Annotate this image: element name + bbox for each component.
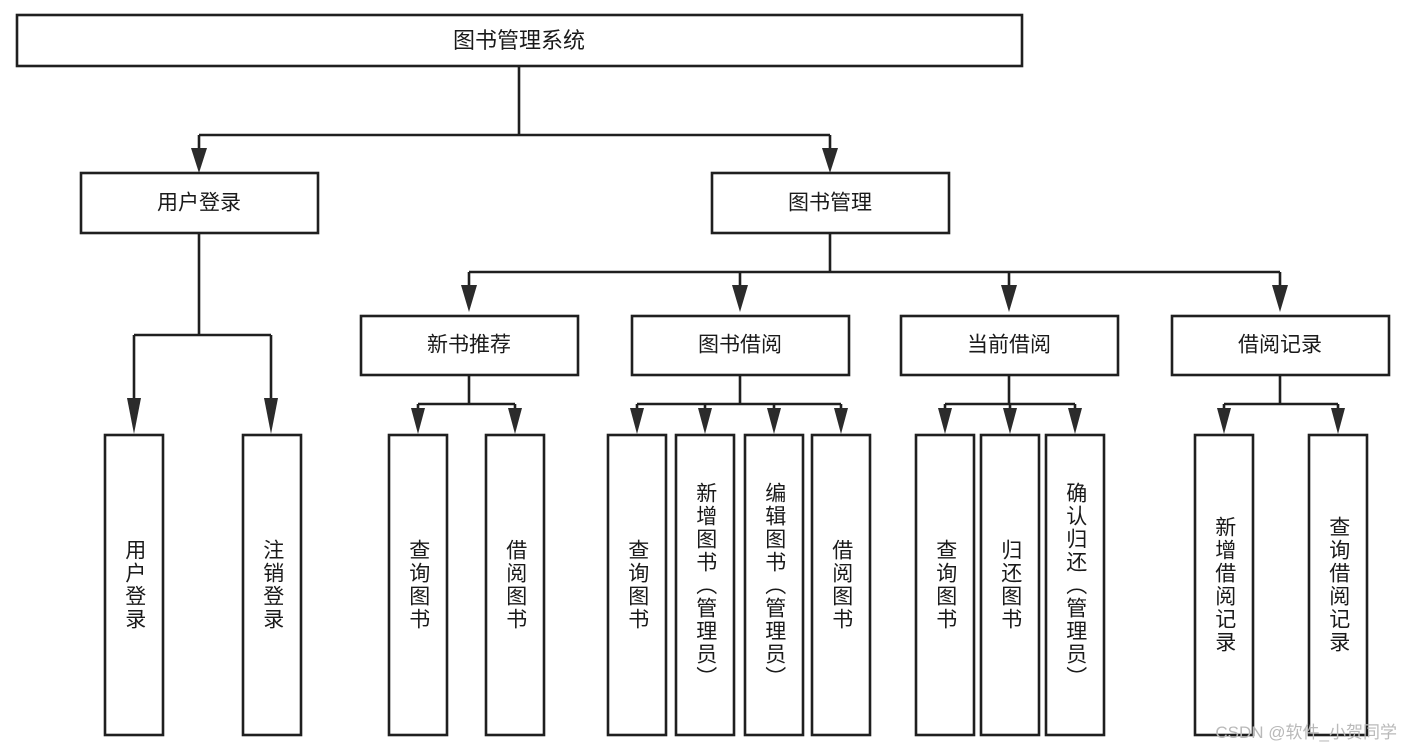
arrow-leaf-logout: [264, 398, 278, 434]
leaf-box-add-record[interactable]: [1193, 433, 1255, 737]
node-new-book-recommend[interactable]: 新书推荐: [359, 314, 580, 377]
arrow-book-manage: [822, 148, 838, 173]
node-current-borrow[interactable]: 当前借阅: [899, 314, 1120, 377]
node-user-login-box[interactable]: [79, 171, 320, 235]
leaf-box-return-book[interactable]: [979, 433, 1041, 737]
arrow-leaf-add-book: [698, 408, 712, 434]
leaf-box-query-book-2[interactable]: [606, 433, 668, 737]
arrow-leaf-confirm-return: [1068, 408, 1082, 434]
arrow-leaf-user-login: [127, 398, 141, 434]
node-book-manage-box[interactable]: [710, 171, 951, 235]
node-root[interactable]: 图书管理系统: [15, 13, 1024, 68]
arrow-book-borrow: [732, 285, 748, 312]
node-current-borrow-label: 当前借阅: [967, 334, 1051, 357]
leaf-box-query-record[interactable]: [1307, 433, 1369, 737]
leaf-box-add-book[interactable]: [674, 433, 736, 737]
connector-group: [127, 66, 1345, 434]
leaf-box-query-book-3[interactable]: [914, 433, 976, 737]
arrow-leaf-query-book-2: [630, 408, 644, 434]
arrow-user-login: [191, 148, 207, 173]
leaf-box-group: [103, 433, 1369, 737]
arrow-leaf-query-record: [1331, 408, 1345, 434]
node-borrow-record-box[interactable]: [1170, 314, 1391, 377]
arrow-borrow-record: [1272, 285, 1288, 312]
node-borrow-record-label: 借阅记录: [1238, 334, 1322, 357]
arrow-leaf-borrow-book-2: [834, 408, 848, 434]
arrow-leaf-return-book: [1003, 408, 1017, 434]
node-book-borrow-box[interactable]: [630, 314, 851, 377]
node-book-manage[interactable]: 图书管理: [710, 171, 951, 235]
node-book-borrow[interactable]: 图书借阅: [630, 314, 851, 377]
node-book-borrow-label: 图书借阅: [698, 334, 782, 357]
arrow-current-borrow: [1001, 285, 1017, 312]
node-book-manage-label: 图书管理: [788, 192, 872, 215]
leaf-box-edit-book[interactable]: [743, 433, 805, 737]
leaf-box-borrow-book-2[interactable]: [810, 433, 872, 737]
leaf-box-confirm-return[interactable]: [1044, 433, 1106, 737]
watermark: CSDN @软件_小贺同学: [1215, 723, 1397, 742]
node-root-label: 图书管理系统: [453, 28, 585, 53]
leaf-box-user-login[interactable]: [103, 433, 165, 737]
arrow-leaf-borrow-book-1: [508, 408, 522, 434]
arrow-leaf-query-book-1: [411, 408, 425, 434]
node-borrow-record[interactable]: 借阅记录: [1170, 314, 1391, 377]
leaf-box-query-book-1[interactable]: [387, 433, 449, 737]
node-user-login-label: 用户登录: [157, 192, 241, 215]
node-new-book-recommend-label: 新书推荐: [427, 334, 511, 357]
node-user-login[interactable]: 用户登录: [79, 171, 320, 235]
arrow-leaf-query-book-3: [938, 408, 952, 434]
arrow-leaf-edit-book: [767, 408, 781, 434]
arrow-new-book: [461, 285, 477, 312]
node-current-borrow-box[interactable]: [899, 314, 1120, 377]
leaf-box-logout[interactable]: [241, 433, 303, 737]
node-root-box[interactable]: [15, 13, 1024, 68]
leaf-box-borrow-book-1[interactable]: [484, 433, 546, 737]
node-new-book-recommend-box[interactable]: [359, 314, 580, 377]
arrow-leaf-add-record: [1217, 408, 1231, 434]
